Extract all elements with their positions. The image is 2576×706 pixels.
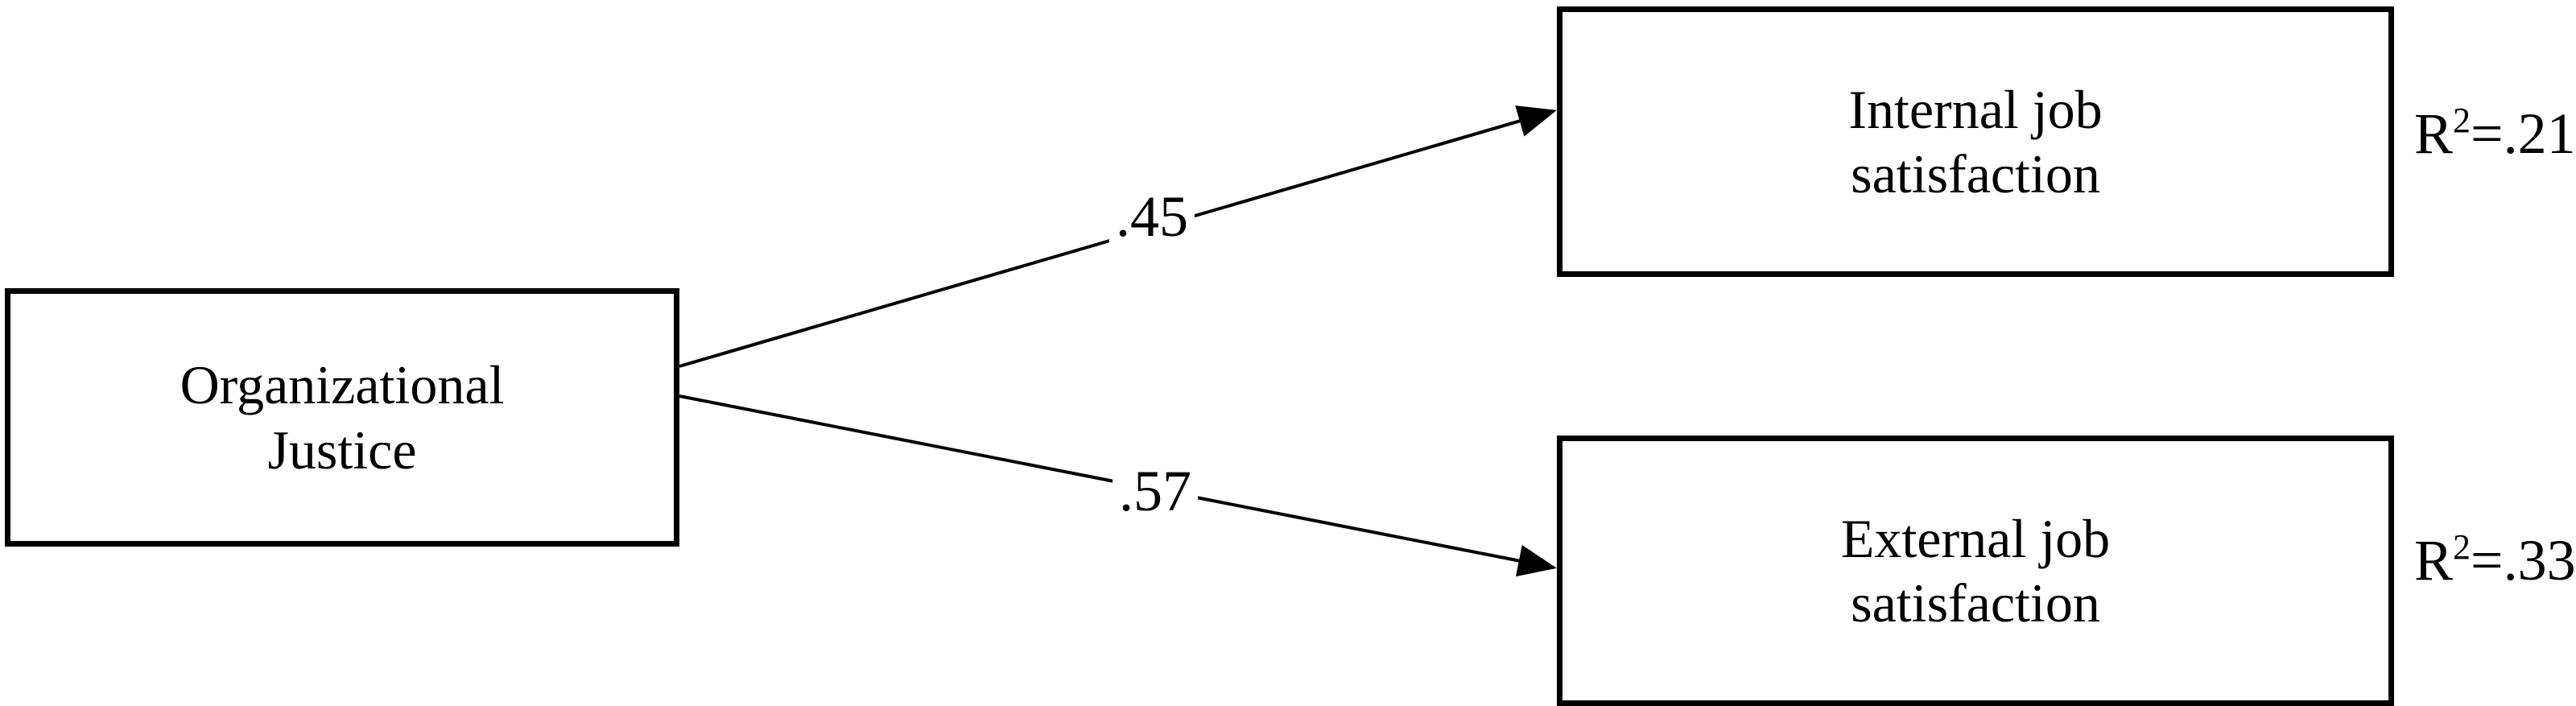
- r-squared-external: R2=.33: [2414, 528, 2576, 592]
- path-diagram: Organizational Justice Internal job sati…: [5, 6, 2576, 706]
- node-label: External job satisfaction: [1840, 507, 2111, 634]
- node-organizational-justice: Organizational Justice: [5, 288, 679, 547]
- path-coefficient-external: .57: [1113, 462, 1198, 520]
- r-squared-prefix: R: [2414, 101, 2454, 166]
- node-internal-job-satisfaction: Internal job satisfaction: [1557, 6, 2394, 277]
- r-squared-value: =.33: [2471, 528, 2576, 592]
- r-squared-exponent: 2: [2453, 527, 2471, 567]
- node-external-job-satisfaction: External job satisfaction: [1557, 436, 2394, 706]
- r-squared-exponent: 2: [2453, 101, 2471, 140]
- r-squared-prefix: R: [2414, 528, 2454, 592]
- r-squared-value: =.21: [2471, 101, 2576, 166]
- r-squared-internal: R2=.21: [2414, 103, 2576, 163]
- node-label: Internal job satisfaction: [1848, 78, 2103, 204]
- node-label: Organizational Justice: [180, 354, 505, 481]
- path-coefficient-internal: .45: [1109, 188, 1195, 246]
